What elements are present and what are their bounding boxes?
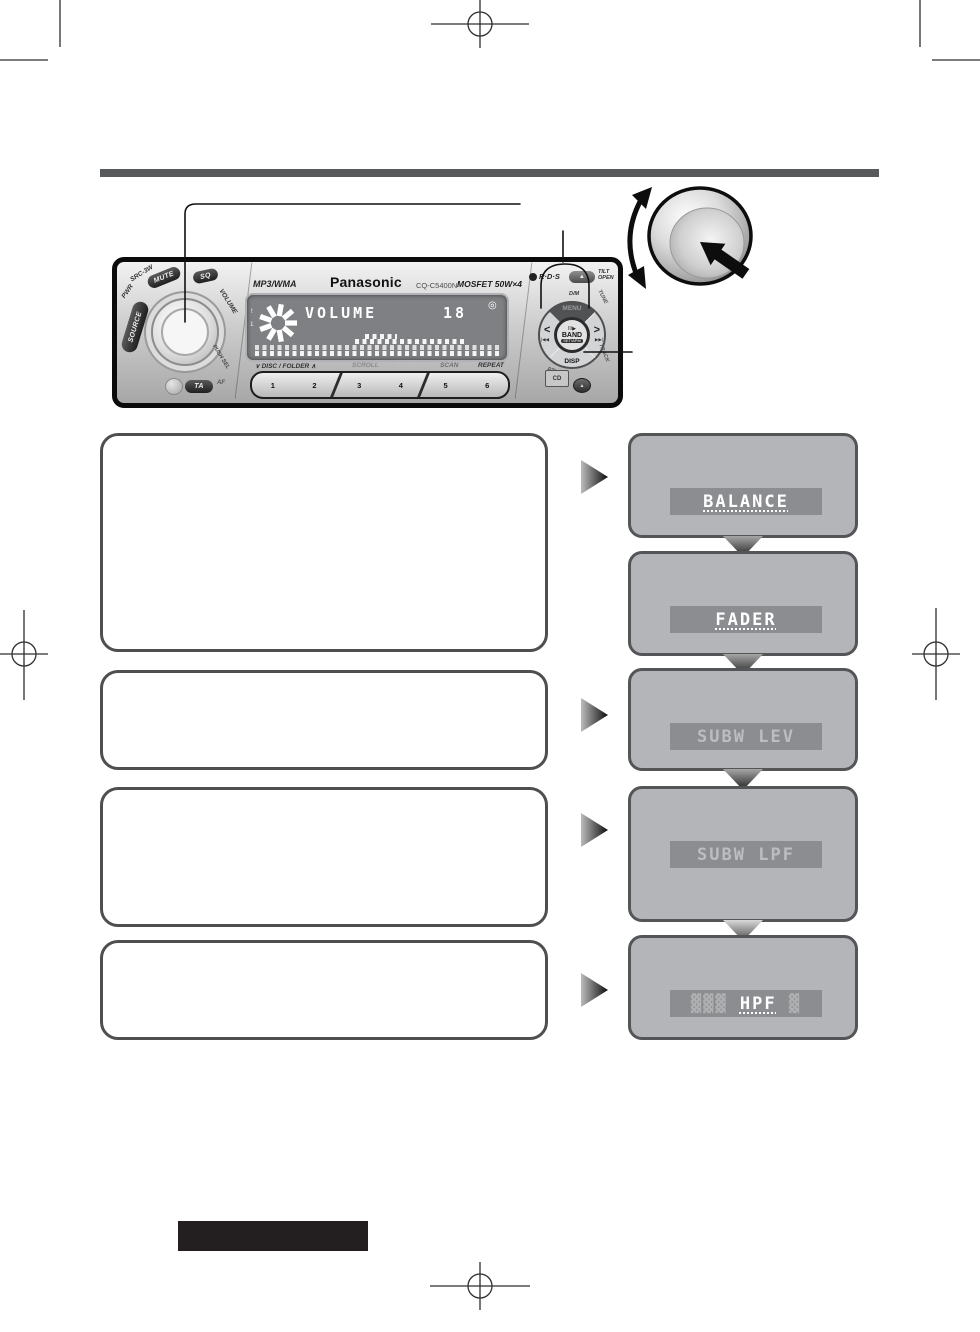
lcd-strip: FADER: [670, 606, 822, 633]
step-box-4: [100, 940, 548, 1040]
lcd-screen-subw-level: SUBW LEV: [628, 668, 858, 771]
ta-button[interactable]: TA: [185, 380, 213, 393]
preset-button-6[interactable]: 6: [485, 380, 490, 390]
head-unit-illustration: PWR SRC-3W MUTE SQ SOURCE VOLUME PUSH SE…: [112, 257, 623, 408]
scroll-label: SCROLL: [352, 362, 379, 369]
preset-button-strip: 1 2 3 4 5 6: [250, 371, 510, 399]
brand-logo: Panasonic: [330, 274, 402, 290]
scan-label: SCAN: [440, 362, 459, 369]
footer-page-band: [178, 1221, 368, 1251]
lcd-text: BALANCE: [703, 491, 789, 512]
seek-left-icon: |◀◀: [541, 337, 550, 342]
cd-logo-icon: CD: [545, 370, 569, 387]
disp-button[interactable]: DISP: [564, 358, 580, 365]
lcd-strip: ▓▓▓ HPF ▓: [670, 990, 822, 1017]
lcd-ghost-segments: ▓▓▓: [690, 993, 740, 1014]
lcd-screen-subw-lpf: SUBW LPF: [628, 786, 858, 922]
seek-right-icon: ▶▶|: [594, 337, 603, 342]
volume-knob-callout: [184, 203, 521, 323]
spectrum-bars: [365, 334, 397, 339]
open-button[interactable]: ▲: [573, 378, 591, 393]
lcd-text: SUBW LPF: [697, 844, 795, 865]
seek-left-button[interactable]: <: [544, 324, 551, 336]
rotate-arrowhead: [628, 266, 646, 289]
lcd-strip: SUBW LPF: [670, 841, 822, 868]
model-number: CQ-C5400N: [416, 281, 458, 290]
registered-mark-icon: ◎: [488, 300, 497, 311]
preset-button-4[interactable]: 4: [398, 380, 403, 390]
rds-disc-icon: [529, 272, 537, 281]
spectrum-bars: [355, 339, 467, 344]
band-label: BAND: [561, 332, 583, 339]
dm-label: D/M: [569, 291, 580, 297]
lcd-display: ! i VOLU: [245, 293, 509, 362]
random-label: RANDOM: [396, 362, 426, 369]
spectrum-fan-icon: [259, 303, 297, 343]
lcd-text: HPF: [739, 993, 777, 1014]
push-arrow-icon: [700, 242, 750, 279]
lcd-status-icons: ! i: [250, 308, 254, 328]
crosspad-bracket: [540, 263, 590, 309]
step-box-3: [100, 787, 548, 927]
lcd-strip: BALANCE: [670, 488, 822, 515]
menu-button[interactable]: MENU: [562, 305, 582, 312]
set-apm-label: SET/APM: [561, 338, 583, 343]
step-box-1: [100, 433, 548, 652]
lcd-screen-balance: BALANCE: [628, 433, 858, 538]
preset-button-3[interactable]: 3: [357, 380, 362, 390]
rotate-arrowhead: [632, 187, 652, 209]
af-label: AF: [217, 380, 225, 386]
spectrum-bars: [255, 351, 501, 356]
preset-button-5[interactable]: 5: [443, 380, 448, 390]
lcd-strip: SUBW LEV: [670, 723, 822, 750]
seek-right-button[interactable]: >: [593, 324, 600, 336]
disc-folder-label: ∨ DISC / FOLDER ∧: [255, 363, 316, 370]
band-button[interactable]: II/▶ BAND SET/APM: [554, 317, 590, 353]
reset-button[interactable]: [165, 378, 183, 395]
knob-instruction-graphic: [612, 180, 772, 305]
preset-button-2[interactable]: 2: [312, 380, 317, 390]
repeat-label: REPEAT: [478, 362, 504, 369]
rotate-arrow-icon: [627, 196, 645, 280]
lcd-ghost-segments: ▓: [776, 993, 802, 1014]
spectrum-bars: [255, 345, 501, 350]
section-divider-rule: [100, 169, 879, 177]
lcd-screen-fader: FADER: [628, 551, 858, 656]
eject-icon: ▲: [578, 274, 586, 280]
eject-icon: ▲: [579, 382, 585, 389]
amp-badge: MOSFET 50W×4: [457, 279, 522, 289]
tilt-open-label: TILT OPEN: [598, 269, 614, 281]
lcd-volume-value: 18: [443, 304, 468, 322]
lcd-text: FADER: [715, 609, 777, 630]
step-box-2: [100, 670, 548, 770]
pause-play-label: II/▶: [567, 326, 576, 332]
rds-badge: R·D·S: [529, 272, 560, 281]
lcd-text: SUBW LEV: [697, 726, 795, 747]
format-badge: MP3/WMA: [253, 279, 297, 289]
lcd-screen-hpf: ▓▓▓ HPF ▓: [628, 935, 858, 1040]
preset-button-1[interactable]: 1: [270, 380, 275, 390]
crosspad: MENU < |◀◀ > ▶▶| II/▶ BAND SET/APM DISP: [538, 301, 606, 369]
lcd-main-text: VOLUME: [305, 304, 378, 322]
